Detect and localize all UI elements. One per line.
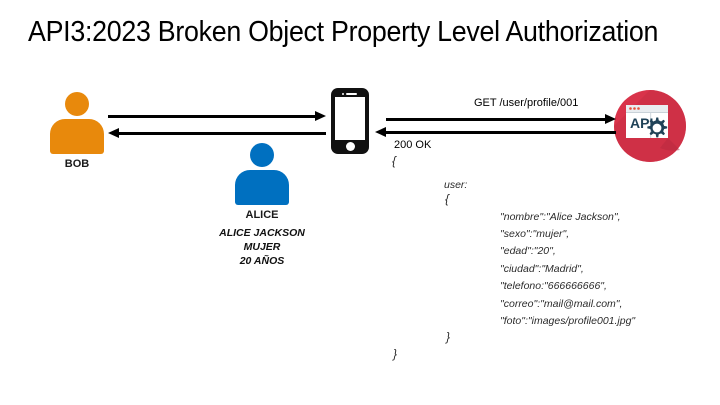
json-user-open-brace: { (445, 192, 450, 206)
request-label: GET /user/profile/001 (474, 97, 579, 109)
actor-bob-label: BOB (64, 158, 90, 170)
json-close-brace: } (393, 347, 398, 361)
response-status-label: 200 OK (394, 139, 432, 151)
arrow-head-right-icon (315, 111, 326, 121)
json-open-brace: { (392, 154, 397, 168)
person-head-icon (250, 143, 274, 167)
json-field-edad: "edad":"20", (500, 245, 556, 257)
arrow-head-right-icon (605, 114, 616, 124)
json-field-correo: "correo":"mail@mail.com", (500, 298, 623, 310)
arrow-shaft (117, 131, 326, 135)
arrow-shaft (108, 114, 317, 118)
actor-bob-icon (48, 92, 106, 154)
phone-speaker-icon (346, 92, 357, 95)
arrow-api-to-phone (375, 127, 616, 137)
json-field-foto: "foto":"images/profile001.jpg" (500, 315, 636, 327)
person-body-icon (235, 170, 289, 205)
arrow-shaft (386, 117, 607, 121)
json-field-nombre: "nombre":"Alice Jackson", (500, 211, 621, 223)
json-field-sexo: "sexo":"mujer", (500, 228, 570, 240)
arrow-shaft (384, 130, 616, 134)
alice-detail-age: 20 AÑOS (239, 255, 285, 267)
alice-detail-gender: MUJER (243, 241, 281, 253)
json-user-key: user: (444, 179, 468, 191)
actor-alice-details: ALICE JACKSON MUJER 20 AÑOS (203, 226, 321, 268)
phone-screen (335, 97, 365, 140)
json-field-telefono: "telefono:"666666666", (500, 280, 607, 292)
smartphone-icon (331, 88, 369, 154)
arrow-head-left-icon (375, 127, 386, 137)
phone-home-button-icon (345, 142, 355, 151)
actor-alice-label: ALICE (245, 209, 279, 221)
json-user-close-brace: } (446, 330, 451, 344)
arrow-bob-to-phone (108, 111, 326, 121)
arrow-phone-to-api (386, 114, 616, 124)
person-head-icon (65, 92, 89, 116)
json-field-ciudad: "ciudad":"Madrid", (500, 263, 584, 275)
phone-camera-icon (341, 92, 344, 95)
alice-detail-name: ALICE JACKSON (219, 227, 305, 239)
page-title: API3:2023 Broken Object Property Level A… (28, 16, 659, 48)
api-server-icon: API (612, 88, 688, 164)
arrow-phone-to-bob (108, 128, 326, 138)
person-body-icon (50, 119, 104, 154)
actor-alice-icon (233, 143, 291, 205)
arrow-head-left-icon (108, 128, 119, 138)
